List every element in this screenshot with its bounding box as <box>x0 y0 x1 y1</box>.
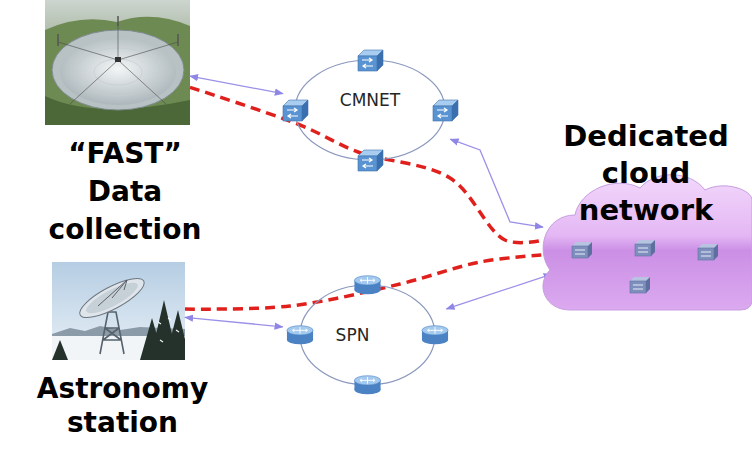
node-label: “FAST” Data collection <box>37 135 213 249</box>
router-icon <box>287 326 313 345</box>
node-label: CMNET <box>340 90 400 110</box>
switch-icon <box>433 100 458 121</box>
switch-icon <box>358 150 383 171</box>
telescope-node: “FAST” Data collection <box>25 0 225 249</box>
cloud-network: Dedicated cloud network <box>540 118 752 312</box>
network-ring: SPN <box>300 285 435 385</box>
node-label: SPN <box>336 325 370 345</box>
router-icon <box>354 276 380 295</box>
switch-icon <box>283 100 308 121</box>
network-ring: CMNET <box>295 60 445 160</box>
telescope-node: Astronomy station <box>20 262 225 440</box>
router-icon <box>354 376 380 395</box>
ring-line <box>295 60 445 160</box>
link-line <box>446 274 551 309</box>
server-icon <box>635 240 655 256</box>
server-icon <box>572 242 592 258</box>
server-icon <box>698 244 718 260</box>
link-line <box>190 76 283 93</box>
ring-line <box>300 285 435 385</box>
router-icon <box>422 326 448 345</box>
node-label: Dedicated cloud network <box>546 118 746 229</box>
photo-frame <box>52 262 185 360</box>
data-path <box>190 87 540 242</box>
node-label: Astronomy station <box>23 372 223 440</box>
photo-frame <box>45 0 190 125</box>
switch-icon <box>358 50 383 71</box>
ring-outline <box>295 60 445 160</box>
fast-telescope-photo <box>45 0 190 125</box>
data-path <box>185 255 542 309</box>
radio-telescope-photo <box>52 262 185 360</box>
link-line <box>185 317 283 326</box>
server-icon <box>630 277 650 293</box>
link-line <box>450 139 543 227</box>
